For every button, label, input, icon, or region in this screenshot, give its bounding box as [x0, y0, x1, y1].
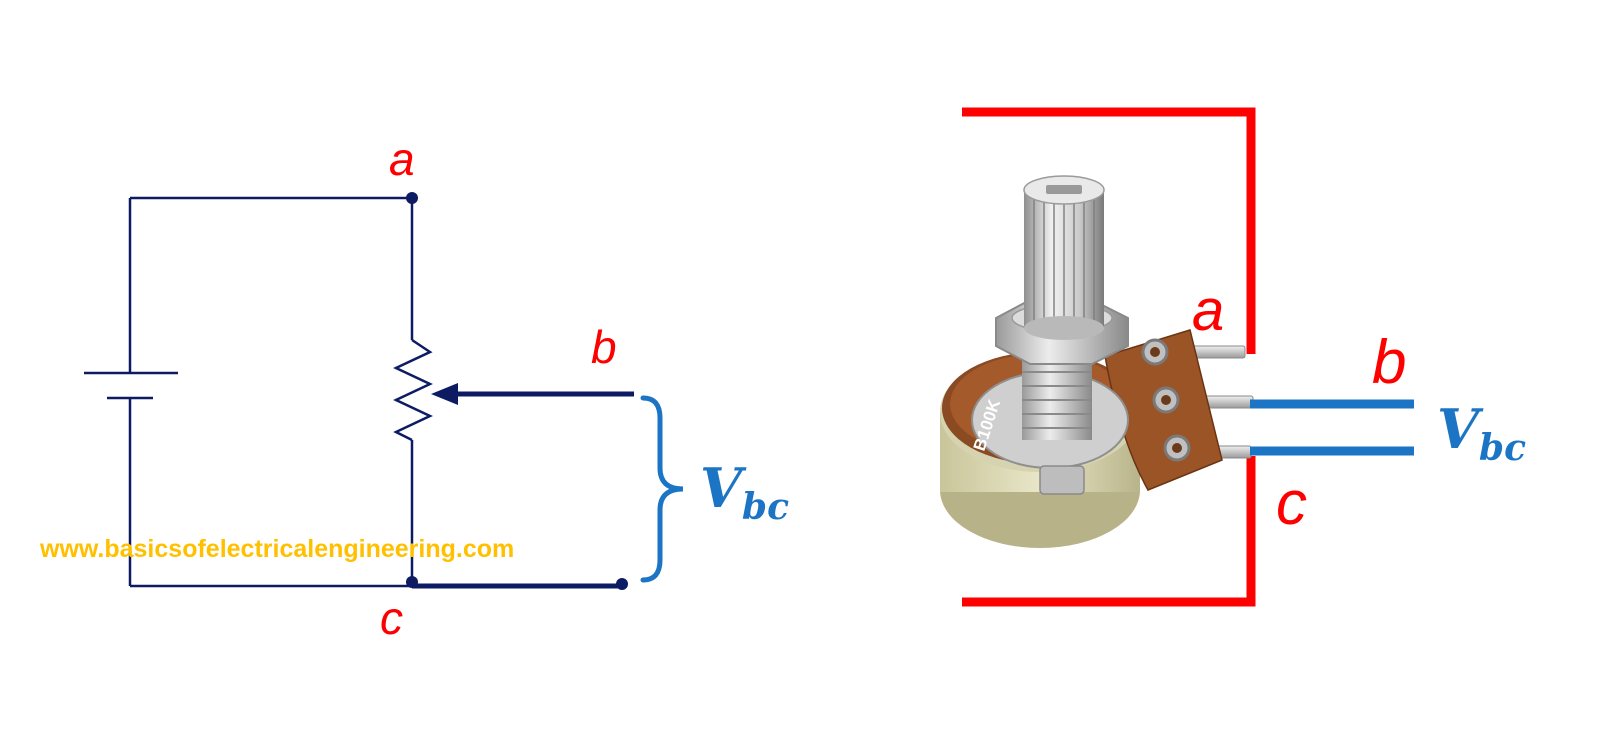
potentiometer-photo: B100K a b c Vbc [940, 107, 1526, 607]
photo-vbc-main: V [1437, 397, 1484, 461]
node-a [406, 192, 418, 204]
watermark-url: www.basicsofelectricalengineering.com [39, 535, 514, 563]
node-c-output [616, 578, 628, 590]
node-c [406, 576, 418, 588]
solder-lugs [1141, 338, 1191, 462]
knurled-shaft [1023, 175, 1105, 340]
circuit-vbc-sub: bc [742, 486, 789, 528]
photo-label-a: a [1192, 278, 1224, 343]
photo-label-c: c [1276, 469, 1307, 538]
circuit-schematic: a b c Vbc www.basicsofelectricalengineer… [39, 133, 789, 644]
bracket-red-bottom [962, 456, 1256, 607]
mounting-clip [1039, 465, 1085, 495]
vbc-curly-brace [640, 395, 684, 583]
photo-label-b: b [1372, 328, 1406, 397]
threaded-bushing [1022, 360, 1092, 440]
circuit-label-b: b [591, 321, 617, 373]
battery-symbol [84, 371, 178, 400]
photo-vbc-sub: bc [1479, 427, 1526, 469]
circuit-label-c: c [380, 592, 403, 644]
bracket-red-top [962, 107, 1256, 354]
circuit-vbc-main: V [700, 456, 747, 520]
circuit-vbc-label: Vbc [700, 456, 789, 528]
wiper-arrowhead [431, 383, 458, 405]
photo-vbc-label: Vbc [1437, 397, 1526, 469]
circuit-label-a: a [389, 133, 415, 185]
resistor-zigzag [393, 338, 433, 442]
